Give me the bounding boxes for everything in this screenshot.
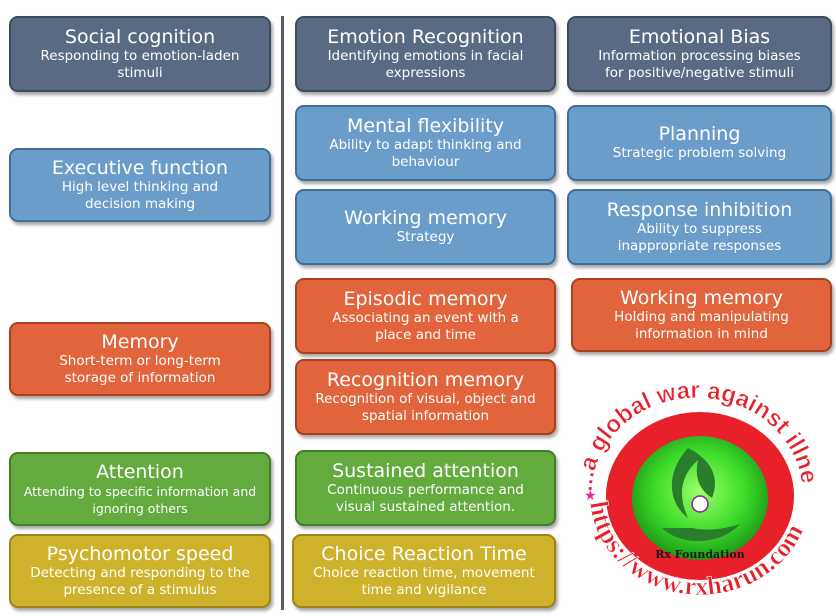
logo-name: Rx Foundation bbox=[655, 548, 744, 561]
box-title: Working memory bbox=[620, 286, 783, 309]
box-title: Recognition memory bbox=[326, 368, 525, 391]
box-description: Recognition of visual, object and spatia… bbox=[315, 390, 536, 424]
box-description: Ability to suppress inappropriate respon… bbox=[617, 220, 782, 254]
box-description: Detecting and responding to the presence… bbox=[30, 564, 250, 598]
working-memory-strategy-box: Working memory Strategy bbox=[295, 189, 556, 265]
box-title: Working memory bbox=[344, 207, 507, 229]
executive-function-box: Executive function High level thinking a… bbox=[9, 148, 271, 222]
rx-foundation-logo: Rx Foundation ...a global war against il… bbox=[563, 357, 832, 612]
box-title: Emotional Bias bbox=[628, 25, 771, 48]
box-description: Continuous performance and visual sustai… bbox=[327, 481, 524, 515]
box-description: Information processing biases for positi… bbox=[598, 47, 801, 81]
box-title: Memory bbox=[101, 330, 179, 353]
box-title: Response inhibition bbox=[606, 198, 793, 221]
choice-reaction-time-box: Choice Reaction Time Choice reaction tim… bbox=[292, 534, 556, 608]
logo-graphic: Rx Foundation ...a global war against il… bbox=[563, 357, 823, 602]
emotion-recognition-box: Emotion Recognition Identifying emotions… bbox=[295, 16, 556, 92]
box-title: Attention bbox=[96, 460, 184, 483]
box-description: High level thinking and decision making bbox=[61, 178, 219, 212]
box-description: Responding to emotion-laden stimuli bbox=[40, 47, 240, 81]
box-title: Mental flexibility bbox=[347, 114, 504, 137]
box-title: Emotion Recognition bbox=[327, 25, 524, 48]
box-title: Sustained attention bbox=[332, 459, 519, 482]
box-description: Associating an event with a place and ti… bbox=[332, 309, 519, 343]
box-description: Short-term or long-term storage of infor… bbox=[59, 352, 221, 386]
working-memory-holding-box: Working memory Holding and manipulating … bbox=[571, 278, 832, 352]
box-title: Episodic memory bbox=[343, 287, 508, 310]
box-description: Strategy bbox=[396, 229, 455, 245]
mental-flexibility-box: Mental flexibility Ability to adapt thin… bbox=[295, 105, 556, 181]
rx-badge-icon bbox=[691, 495, 709, 513]
recognition-memory-box: Recognition memory Recognition of visual… bbox=[295, 359, 556, 435]
psychomotor-speed-box: Psychomotor speed Detecting and respondi… bbox=[9, 534, 271, 608]
box-title: Executive function bbox=[51, 156, 229, 179]
box-description: Ability to adapt thinking and behaviour bbox=[329, 136, 522, 170]
box-title: Planning bbox=[658, 123, 741, 145]
box-description: Attending to specific information and ig… bbox=[23, 483, 257, 516]
sustained-attention-box: Sustained attention Continuous performan… bbox=[295, 450, 556, 526]
box-description: Strategic problem solving bbox=[612, 145, 787, 161]
attention-box: Attention Attending to specific informat… bbox=[9, 452, 271, 526]
box-title: Choice Reaction Time bbox=[321, 542, 527, 565]
episodic-memory-box: Episodic memory Associating an event wit… bbox=[295, 278, 556, 354]
emotional-bias-box: Emotional Bias Information processing bi… bbox=[567, 16, 832, 92]
box-description: Choice reaction time, movement time and … bbox=[313, 564, 535, 598]
memory-box: Memory Short-term or long-term storage o… bbox=[9, 322, 271, 396]
box-title: Social cognition bbox=[64, 25, 216, 48]
box-description: Holding and manipulating information in … bbox=[614, 308, 789, 342]
social-cognition-box: Social cognition Responding to emotion-l… bbox=[9, 16, 271, 92]
box-title: Psychomotor speed bbox=[46, 542, 234, 565]
response-inhibition-box: Response inhibition Ability to suppress … bbox=[567, 189, 832, 265]
star-icon: ★ bbox=[584, 488, 597, 504]
box-description: Identifying emotions in facial expressio… bbox=[327, 47, 524, 81]
planning-box: Planning Strategic problem solving bbox=[567, 105, 832, 181]
column-divider bbox=[281, 16, 284, 610]
leaf-icon bbox=[671, 448, 715, 518]
hand-icon bbox=[662, 524, 740, 542]
